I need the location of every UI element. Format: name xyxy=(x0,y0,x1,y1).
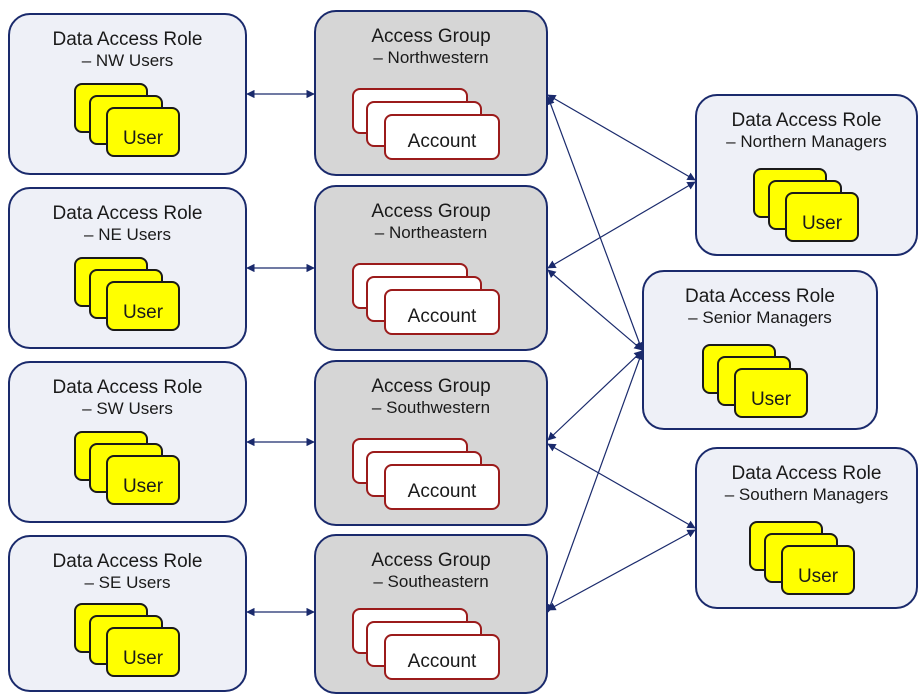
account-card: Account xyxy=(384,634,500,680)
account-label: Account xyxy=(407,651,477,672)
user-label: User xyxy=(801,213,843,234)
role-subtitle: – Southern Managers xyxy=(724,485,889,504)
access-group-northwestern: Access Group – Northwestern Account xyxy=(314,10,548,176)
user-label: User xyxy=(750,389,792,410)
connector-southeastern-senior xyxy=(546,351,644,613)
group-title: Access Group xyxy=(371,376,491,397)
data-access-role-nw-users: Data Access Role – NW Users User xyxy=(8,13,247,175)
group-subtitle: – Northeastern xyxy=(374,223,488,242)
access-group-southeastern: Access Group – Southeastern Account xyxy=(314,534,548,694)
user-stack: User xyxy=(753,168,865,244)
user-stack: User xyxy=(74,83,186,159)
user-stack: User xyxy=(749,521,861,597)
connector-southwestern-senior xyxy=(547,350,643,441)
role-subtitle: – Northern Managers xyxy=(726,132,887,151)
group-title: Access Group xyxy=(371,201,491,222)
access-group-southwestern: Access Group – Southwestern Account xyxy=(314,360,548,526)
user-label: User xyxy=(122,648,164,669)
role-title: Data Access Role xyxy=(731,110,882,131)
account-card: Account xyxy=(384,464,500,510)
user-label: User xyxy=(122,302,164,323)
role-title: Data Access Role xyxy=(52,203,203,224)
data-access-role-ne-users: Data Access Role – NE Users User xyxy=(8,187,247,349)
group-title: Access Group xyxy=(371,26,491,47)
data-access-role-northern-managers: Data Access Role – Northern Managers Use… xyxy=(695,94,918,256)
role-title: Data Access Role xyxy=(685,286,835,307)
role-subtitle: – SE Users xyxy=(84,573,171,592)
data-access-role-se-users: Data Access Role – SE Users User xyxy=(8,535,247,692)
account-stack: Account xyxy=(352,438,504,514)
connector-southwestern-southern xyxy=(547,443,696,529)
connector-northeastern-senior xyxy=(547,269,643,351)
role-subtitle: – SW Users xyxy=(82,399,173,418)
user-card: User xyxy=(785,192,859,242)
role-title: Data Access Role xyxy=(52,551,203,572)
account-label: Account xyxy=(407,481,477,502)
user-stack: User xyxy=(74,603,186,679)
account-label: Account xyxy=(407,131,477,152)
role-title: Data Access Role xyxy=(52,377,203,398)
user-stack: User xyxy=(74,257,186,333)
account-card: Account xyxy=(384,114,500,160)
access-group-northeastern: Access Group – Northeastern Account xyxy=(314,185,548,351)
group-subtitle: – Southeastern xyxy=(373,572,489,591)
user-stack: User xyxy=(702,344,814,420)
user-card: User xyxy=(734,368,808,418)
data-access-role-southern-managers: Data Access Role – Southern Managers Use… xyxy=(695,447,918,609)
account-label: Account xyxy=(407,306,477,327)
role-subtitle: – NW Users xyxy=(81,51,174,70)
account-card: Account xyxy=(384,289,500,335)
account-stack: Account xyxy=(352,608,504,684)
user-card: User xyxy=(106,455,180,505)
connector-northeastern-northern xyxy=(547,181,696,269)
user-card: User xyxy=(106,107,180,157)
data-access-role-senior-managers: Data Access Role – Senior Managers User xyxy=(642,270,878,430)
user-card: User xyxy=(106,627,180,677)
user-stack: User xyxy=(74,431,186,507)
user-label: User xyxy=(122,128,164,149)
connector-southeastern-southern xyxy=(547,529,696,611)
role-title: Data Access Role xyxy=(731,463,882,484)
role-title: Data Access Role xyxy=(52,29,203,50)
group-title: Access Group xyxy=(371,550,491,571)
account-stack: Account xyxy=(352,88,504,164)
connector-northwestern-northern xyxy=(547,94,696,181)
group-subtitle: – Southwestern xyxy=(371,398,491,417)
connector-northwestern-senior xyxy=(546,96,644,351)
user-card: User xyxy=(781,545,855,595)
data-access-role-sw-users: Data Access Role – SW Users User xyxy=(8,361,247,523)
user-label: User xyxy=(122,476,164,497)
role-subtitle: – NE Users xyxy=(84,225,171,244)
account-stack: Account xyxy=(352,263,504,339)
role-subtitle: – Senior Managers xyxy=(688,308,832,327)
user-label: User xyxy=(797,566,839,587)
group-subtitle: – Northwestern xyxy=(373,48,489,67)
user-card: User xyxy=(106,281,180,331)
